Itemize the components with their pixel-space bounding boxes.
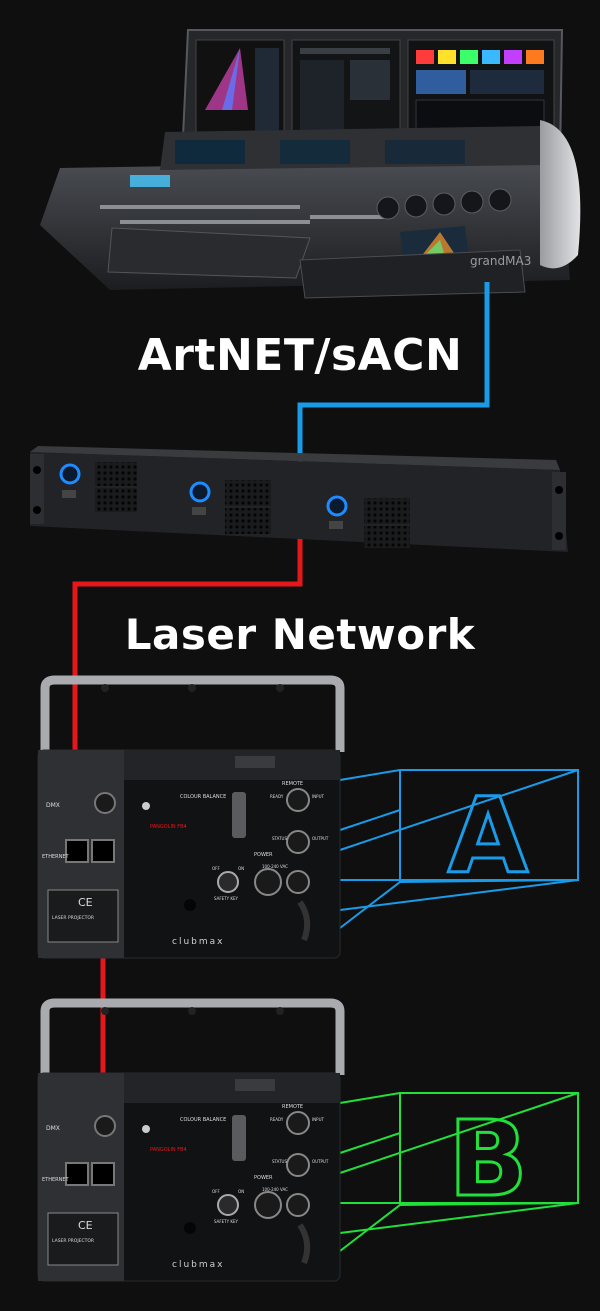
power-button-icon[interactable]: [189, 481, 211, 503]
svg-text:REMOTE: REMOTE: [282, 781, 303, 787]
svg-text:ON: ON: [238, 866, 244, 871]
svg-text:REMOTE: REMOTE: [282, 1104, 303, 1110]
svg-text:PANGOLIN FB4: PANGOLIN FB4: [150, 824, 187, 830]
svg-text:LASER PROJECTOR: LASER PROJECTOR: [52, 915, 94, 921]
svg-text:100-240 VAC: 100-240 VAC: [262, 1187, 288, 1192]
svg-text:INPUT: INPUT: [312, 1117, 325, 1122]
svg-text:OUTPUT: OUTPUT: [312, 836, 329, 841]
svg-text:ON: ON: [238, 1189, 244, 1194]
safety-key-icon[interactable]: [217, 871, 239, 893]
zone-letter: A: [448, 775, 529, 897]
svg-text:POWER: POWER: [254, 852, 273, 858]
svg-text:COLOUR BALANCE: COLOUR BALANCE: [180, 794, 226, 800]
artnet-heading: ArtNET/sACN: [137, 330, 463, 381]
laser-projector-b: B DMX ETHERNET COLOUR BALANCE PANGOLIN F…: [0, 993, 600, 1293]
svg-text:clubmax: clubmax: [172, 1260, 224, 1270]
safety-key-icon[interactable]: [217, 1194, 239, 1216]
svg-text:PANGOLIN FB4: PANGOLIN FB4: [150, 1147, 187, 1153]
svg-text:STATUS: STATUS: [272, 836, 287, 841]
svg-text:DMX: DMX: [46, 802, 60, 809]
svg-text:OFF: OFF: [212, 1189, 220, 1194]
svg-text:POWER: POWER: [254, 1175, 273, 1181]
zone-a-outline: [339, 769, 579, 929]
console-brand-label: grandMA3: [470, 254, 531, 268]
svg-text:clubmax: clubmax: [172, 937, 224, 947]
svg-text:CE: CE: [78, 1219, 93, 1232]
power-button-icon[interactable]: [326, 495, 348, 517]
power-button-icon[interactable]: [59, 463, 81, 485]
laser-network-cable: [72, 535, 303, 835]
svg-text:READY: READY: [270, 794, 284, 799]
lighting-console: grandMA3: [40, 29, 581, 299]
svg-text:100-240 VAC: 100-240 VAC: [262, 864, 288, 869]
svg-text:CE: CE: [78, 896, 93, 909]
zone-b-outline: [339, 1092, 579, 1252]
laser-network-heading: Laser Network: [124, 610, 476, 659]
svg-text:COLOUR BALANCE: COLOUR BALANCE: [180, 1117, 226, 1123]
svg-text:ETHERNET: ETHERNET: [42, 1177, 70, 1183]
zone-letter: B: [448, 1098, 527, 1220]
rack-interface: [30, 446, 568, 552]
svg-text:LASER PROJECTOR: LASER PROJECTOR: [52, 1238, 94, 1244]
laser-projector-a: A DMX ETHERNET COLOUR BALANCE PANGOLIN F…: [0, 670, 600, 970]
svg-text:SAFETY KEY: SAFETY KEY: [214, 896, 238, 901]
svg-text:OUTPUT: OUTPUT: [312, 1159, 329, 1164]
svg-text:OFF: OFF: [212, 866, 220, 871]
svg-text:SAFETY KEY: SAFETY KEY: [214, 1219, 238, 1224]
svg-text:ETHERNET: ETHERNET: [42, 854, 70, 860]
svg-text:INPUT: INPUT: [312, 794, 325, 799]
svg-text:DMX: DMX: [46, 1125, 60, 1132]
svg-text:READY: READY: [270, 1117, 284, 1122]
artnet-cable: [297, 282, 490, 462]
svg-text:STATUS: STATUS: [272, 1159, 287, 1164]
